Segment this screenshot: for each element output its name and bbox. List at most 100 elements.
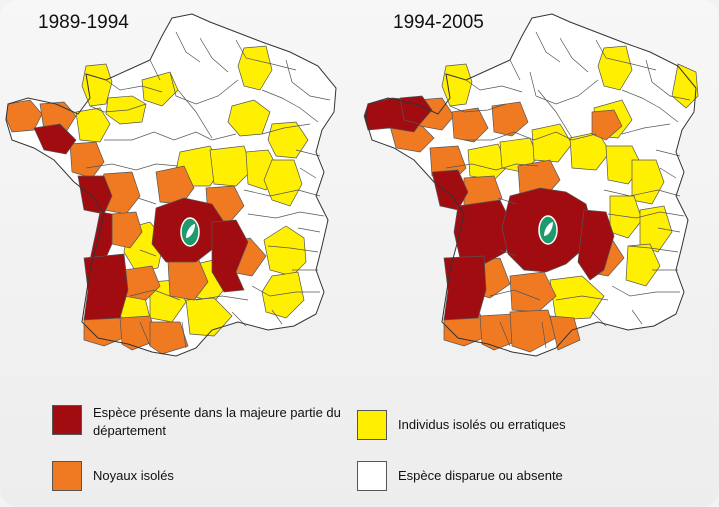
department-dominant-33 — [77, 175, 113, 215]
department-isolated-cores-29 — [549, 315, 581, 351]
department-border-28 — [535, 31, 561, 63]
department-border-21 — [645, 59, 691, 101]
department-erratic-13 — [261, 271, 305, 319]
department-border-27 — [631, 309, 643, 325]
department-erratic-6 — [267, 121, 309, 159]
legend-swatch-isolated-cores — [52, 461, 82, 491]
department-erratic-17 — [185, 297, 233, 337]
department-border-29 — [509, 59, 521, 81]
department-border-23 — [295, 149, 321, 157]
department-erratic-11 — [639, 205, 673, 253]
department-border-15 — [129, 289, 181, 301]
legend-label-isolated-cores: Noyaux isolés — [93, 468, 174, 483]
department-dominant-32 — [431, 169, 469, 211]
department-border-16 — [499, 321, 511, 347]
department-border-6 — [261, 123, 311, 135]
department-border-29 — [149, 59, 161, 81]
legend-label-erratic: Individus isolés ou erratiques — [398, 417, 566, 432]
leaf-emblem-icon — [180, 217, 200, 247]
department-erratic-6 — [531, 123, 573, 163]
department-isolated-cores-28 — [509, 309, 557, 353]
department-isolated-cores-25 — [509, 271, 557, 313]
department-border-7 — [445, 163, 539, 171]
department-erratic-3 — [671, 63, 699, 109]
department-dominant-36 — [577, 209, 615, 281]
department-border-9 — [137, 197, 157, 205]
leaf-emblem-icon — [538, 215, 558, 245]
department-dominant-32 — [33, 123, 77, 155]
department-erratic-2 — [597, 45, 633, 91]
france-outline-right — [365, 13, 697, 357]
department-isolated-cores-21 — [69, 141, 105, 179]
department-border-9 — [497, 197, 517, 205]
department-dominant-34 — [443, 255, 487, 321]
department-erratic-3 — [141, 71, 179, 107]
map-title-1989-1994: 1989-1994 — [38, 12, 129, 33]
department-border-1 — [89, 103, 147, 113]
department-isolated-cores-22 — [517, 159, 561, 197]
department-dominant-37 — [211, 219, 249, 293]
legend-swatch-erratic — [357, 410, 387, 440]
department-border-16 — [139, 321, 151, 347]
department-border-27 — [271, 309, 283, 325]
department-border-14 — [611, 285, 680, 297]
department-border-3 — [105, 79, 163, 93]
department-dominant-35 — [83, 253, 129, 321]
department-border-10 — [247, 211, 325, 219]
department-isolated-cores-24 — [155, 165, 195, 205]
france-map-1989-1994 — [5, 13, 337, 357]
department-border-6 — [621, 123, 671, 135]
department-dominant-33 — [453, 199, 513, 265]
department-dominant-31 — [399, 95, 433, 125]
department-border-2 — [529, 71, 599, 105]
department-border-23 — [655, 149, 681, 157]
department-border-21 — [285, 59, 331, 101]
department-erratic-4 — [467, 143, 509, 181]
department-border-5 — [104, 131, 237, 141]
department-border-15 — [489, 289, 541, 301]
department-border-17 — [181, 321, 187, 349]
legend-label-absent: Espèce disparue ou absente — [398, 468, 563, 483]
department-erratic-11 — [263, 159, 303, 207]
department-border-4 — [177, 89, 213, 139]
department-border-7 — [85, 163, 179, 171]
department-erratic-14 — [549, 275, 605, 321]
department-border-20 — [235, 39, 297, 71]
department-border-20 — [595, 39, 657, 71]
department-border-25 — [657, 227, 681, 233]
department-border-5 — [464, 131, 597, 141]
department-isolated-cores-18 — [491, 101, 529, 137]
department-border-19 — [199, 37, 229, 73]
department-erratic-12 — [625, 243, 661, 287]
legend-label-dominant: Espèce présente dans la majeure partie d… — [93, 405, 341, 438]
department-border-2 — [169, 71, 239, 105]
department-border-13 — [555, 295, 609, 301]
department-border-19 — [559, 37, 589, 73]
department-border-8 — [603, 189, 681, 197]
department-border-22 — [261, 89, 319, 123]
france-outline-left — [5, 13, 337, 357]
map-title-1994-2005: 1994-2005 — [393, 12, 484, 33]
department-border-17 — [541, 321, 547, 349]
department-border-4 — [537, 89, 573, 139]
department-border-3 — [465, 79, 523, 93]
department-erratic-12 — [263, 225, 307, 277]
department-border-12 — [267, 245, 319, 253]
department-border-8 — [243, 189, 321, 197]
department-border-22 — [621, 89, 679, 123]
department-border-13 — [195, 295, 249, 301]
department-border-11 — [499, 249, 517, 257]
department-border-10 — [607, 211, 685, 219]
department-border-1 — [449, 103, 507, 113]
department-isolated-cores-27 — [479, 313, 521, 351]
legend-swatch-dominant — [52, 405, 82, 435]
department-isolated-cores-31 — [149, 321, 189, 355]
department-border-11 — [139, 249, 157, 257]
france-map-1994-2005 — [363, 13, 699, 357]
department-border-24 — [659, 167, 677, 179]
department-border-25 — [297, 227, 321, 233]
department-border-14 — [251, 285, 320, 297]
department-isolated-cores-19 — [591, 109, 623, 141]
department-border-28 — [175, 31, 201, 63]
department-border-24 — [299, 167, 317, 179]
